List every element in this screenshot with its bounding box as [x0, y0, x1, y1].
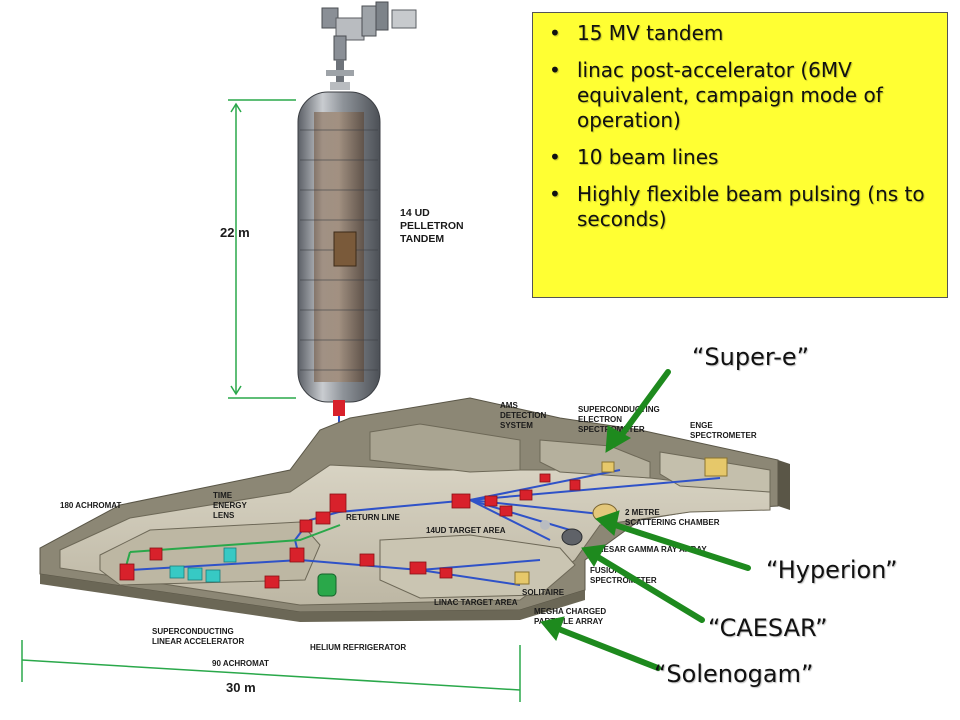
- label-caesar-array: CAESAR GAMMA RAY ARRAY: [592, 545, 707, 554]
- label-time-energy-3: LENS: [213, 511, 235, 520]
- facility-summary-list: • 15 MV tandem • linac post-accelerator (6…: [533, 21, 947, 232]
- label-enge-1: ENGE: [690, 421, 713, 430]
- label-solitaire: SOLITAIRE: [522, 588, 565, 597]
- label-fusion-1: FUSION: [590, 566, 620, 575]
- summary-item-text: 10 beam lines: [577, 145, 719, 169]
- hyperion-arrow: [595, 510, 751, 571]
- callout-caesar: “CAESAR”: [708, 614, 828, 642]
- summary-item: • Highly flexible beam pulsing (ns to sec…: [549, 182, 933, 232]
- building-floor: [39, 397, 790, 622]
- callout-super-e: “Super-e”: [692, 343, 810, 371]
- callout-solenogam: “Solenogam”: [654, 660, 814, 688]
- bullet-glyph: •: [549, 145, 561, 169]
- callout-hyperion: “Hyperion”: [766, 556, 898, 584]
- diagram-labels: AMS DETECTION SYSTEM SUPERCONDUCTING ELE…: [60, 401, 757, 668]
- bullet-glyph: •: [549, 58, 561, 82]
- label-ams-2: DETECTION: [500, 411, 546, 420]
- label-sc-electron-2: ELECTRON: [578, 415, 622, 424]
- super-e-arrow: [605, 369, 671, 453]
- label-sc-linac-1: SUPERCONDUCTING: [152, 627, 234, 636]
- label-180-achromat: 180 ACHROMAT: [60, 501, 121, 510]
- label-helium: HELIUM REFRIGERATOR: [310, 643, 406, 652]
- tandem-label-line2: PELLETRON: [400, 220, 464, 232]
- label-ams-1: AMS: [500, 401, 518, 410]
- label-megha-2: PARTICLE ARRAY: [534, 617, 604, 626]
- pelletron-tank: [297, 91, 381, 416]
- helium-refrigerator: [317, 573, 337, 597]
- facility-summary-box: • 15 MV tandem • linac post-accelerator (6…: [532, 12, 948, 298]
- width-dimension-label: 30 m: [226, 680, 256, 695]
- label-ams-3: SYSTEM: [500, 421, 533, 430]
- label-megha-1: MEGHA CHARGED: [534, 607, 606, 616]
- summary-item: • 10 beam lines: [549, 145, 933, 170]
- bullet-glyph: •: [549, 21, 561, 45]
- caesar-arrow: [581, 544, 705, 623]
- magnets: [119, 473, 581, 589]
- callout-arrows: [540, 369, 751, 671]
- solenogam-arrow: [540, 616, 661, 671]
- linac-cryostats: [169, 547, 237, 583]
- label-sc-linac-2: LINEAR ACCELERATOR: [152, 637, 245, 646]
- height-dimension-label: 22 m: [220, 225, 250, 240]
- label-return-line: RETURN LINE: [346, 513, 400, 522]
- width-dimension: [21, 640, 521, 702]
- summary-item-text: Highly flexible beam pulsing (ns to seco…: [577, 182, 925, 231]
- summary-item-text: 15 MV tandem: [577, 21, 724, 45]
- height-dimension: [228, 99, 296, 399]
- label-scattering-1: 2 METRE: [625, 508, 660, 517]
- summary-item-text: linac post-accelerator (6MV equivalent, …: [577, 58, 883, 132]
- tandem-label-line3: TANDEM: [400, 233, 444, 245]
- tandem-top-equipment: [321, 1, 417, 90]
- label-fusion-2: SPECTROMETER: [590, 576, 657, 585]
- label-90-achromat: 90 ACHROMAT: [212, 659, 269, 668]
- label-14ud-target: 14UD TARGET AREA: [426, 526, 506, 535]
- summary-item: • linac post-accelerator (6MV equivalent,…: [549, 58, 933, 133]
- tandem-label-line1: 14 UD: [400, 207, 430, 219]
- label-scattering-2: SCATTERING CHAMBER: [625, 518, 720, 527]
- label-sc-electron-1: SUPERCONDUCTING: [578, 405, 660, 414]
- label-time-energy-1: TIME: [213, 491, 233, 500]
- label-time-energy-2: ENERGY: [213, 501, 247, 510]
- label-enge-2: SPECTROMETER: [690, 431, 757, 440]
- summary-item: • 15 MV tandem: [549, 21, 933, 46]
- bullet-glyph: •: [549, 182, 561, 206]
- label-linac-target: LINAC TARGET AREA: [434, 598, 518, 607]
